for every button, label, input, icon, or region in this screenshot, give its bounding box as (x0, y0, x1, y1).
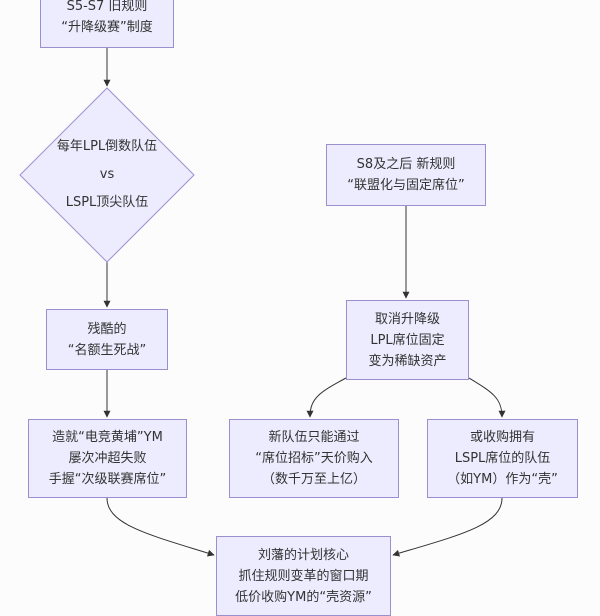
node-text-line: 残酷的 (87, 321, 127, 337)
node-text-line: 刘藩的计划核心 (257, 547, 349, 563)
node-text-line: 取消升降级 (374, 311, 440, 327)
node-text-line: “名额生死战” (67, 342, 147, 358)
node-text-line: “席位招标”天价购入 (255, 451, 373, 466)
node-old-rules: S5-S7 旧规则 “升降级赛”制度 (40, 0, 174, 48)
decision-diamond-relegation-match (19, 87, 195, 263)
node-text-line: “联盟化与固定席位” (347, 178, 465, 193)
node-text-line: 每年LPL倒数队伍 (56, 139, 158, 154)
node-fixed-seats: 取消升降级 LPL席位固定变为稀缺资产 (346, 300, 469, 380)
node-text-line: “升降级赛”制度 (61, 20, 153, 35)
node-text-line: 造就“电竞黄埔”YM (52, 430, 163, 445)
flowchart-canvas (19, 48, 506, 557)
node-text-line: LSPL席位的队伍 (454, 451, 551, 466)
node-text-line: 屡次冲超失败 (68, 451, 147, 466)
node-cruel-battle: 残酷的 “名额生死战” (46, 309, 168, 370)
node-text-line: vs (99, 167, 115, 182)
node-text-line: 变为稀缺资产 (368, 353, 447, 369)
node-text-line: S8及之后 新规则 (356, 157, 456, 172)
node-text-line: 新队伍只能通过 (268, 430, 360, 445)
node-text-line: （如YM）作为“壳” (447, 472, 558, 487)
node-text-line: S5-S7 旧规则 (66, 0, 148, 14)
node-bid-seats: 新队伍只能通过 “席位招标”天价购入 （数千万至上亿） (229, 419, 399, 498)
edge-arrow-fixed-seats-to-bid-seats (306, 377, 347, 418)
node-ym-result: 造就“电竞黄埔”YM 屡次冲超失败手握“次级联赛席位” (28, 419, 187, 498)
node-text-line: 或收购拥有 (469, 430, 535, 445)
node-new-rules: S8及之后 新规则 “联盟化与固定席位” (326, 144, 486, 206)
edge-arrow-fixed-seats-to-buy-shell (468, 377, 506, 418)
node-buy-shell: 或收购拥有 LSPL席位的队伍 （如YM）作为“壳” (427, 419, 578, 498)
node-text-line: （数千万至上亿） (261, 472, 366, 487)
node-text-line: 手握“次级联赛席位” (48, 472, 167, 487)
node-text-line: LSPL顶尖队伍 (65, 195, 149, 210)
node-text-line: LPL席位固定 (370, 332, 445, 348)
node-text-line: 低价收购YM的“壳资源” (235, 589, 372, 605)
edge-arrow-buy-shell-to-plan-core (392, 497, 503, 557)
node-text-line: 抓住规则变革的窗口期 (238, 568, 369, 584)
node-plan-core: 刘藩的计划核心抓住规则变革的窗口期低价收购YM的“壳资源” (216, 536, 391, 616)
edge-arrow-ym-result-to-plan-core (106, 497, 215, 557)
